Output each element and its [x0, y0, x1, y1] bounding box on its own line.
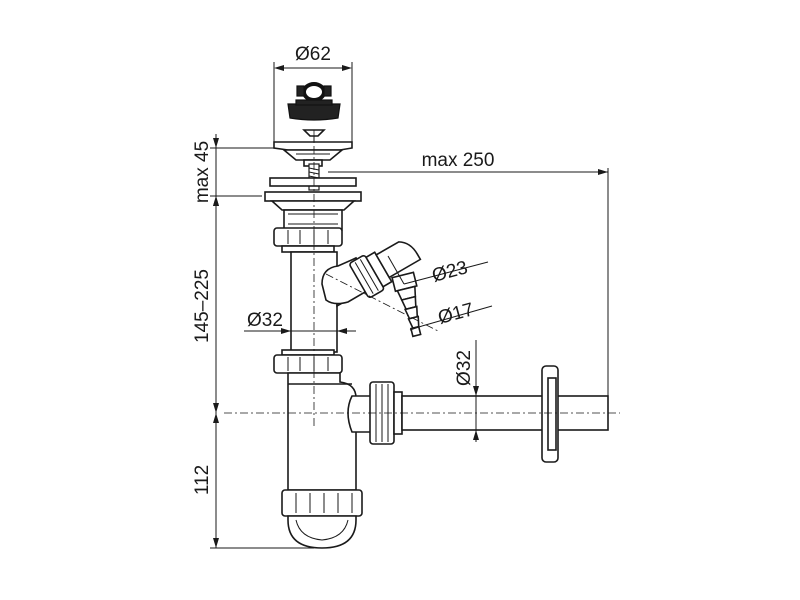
center-axes: [224, 130, 620, 426]
middle-nut: [273, 349, 343, 374]
label-hose-inner: Ø17: [436, 299, 476, 329]
strainer-flange: [273, 141, 353, 167]
dimension-height-middle: 145–225: [192, 196, 219, 413]
trap-body: [287, 372, 357, 491]
dimension-pipe-vertical: Ø32: [244, 310, 356, 334]
dimension-reach: max 250: [328, 150, 609, 400]
plug-stopper: [287, 82, 341, 144]
label-top-diameter: Ø62: [295, 44, 331, 65]
dimension-hose-inner: Ø17: [409, 299, 493, 331]
dimension-top-diameter: Ø62: [273, 44, 353, 142]
label-pipe-vertical: Ø32: [247, 310, 283, 331]
horizontal-pipe: [401, 365, 609, 463]
label-height-middle: 145–225: [192, 269, 213, 343]
hose-connector: [321, 241, 422, 338]
lower-flange: [264, 177, 362, 231]
label-height-top: max 45: [192, 141, 213, 203]
bottom-cup: [287, 515, 357, 549]
bottom-nut: [281, 489, 363, 517]
label-height-bottom: 112: [192, 465, 213, 495]
upper-nut: [273, 227, 343, 253]
dimension-height-bottom: 112: [192, 413, 314, 549]
label-pipe-horizontal: Ø32: [454, 350, 475, 386]
label-hose-outer: Ø23: [430, 257, 470, 287]
dimension-pipe-horizontal: Ø32: [454, 340, 479, 442]
dimension-height-top: max 45: [192, 134, 276, 210]
label-reach: max 250: [422, 150, 495, 171]
